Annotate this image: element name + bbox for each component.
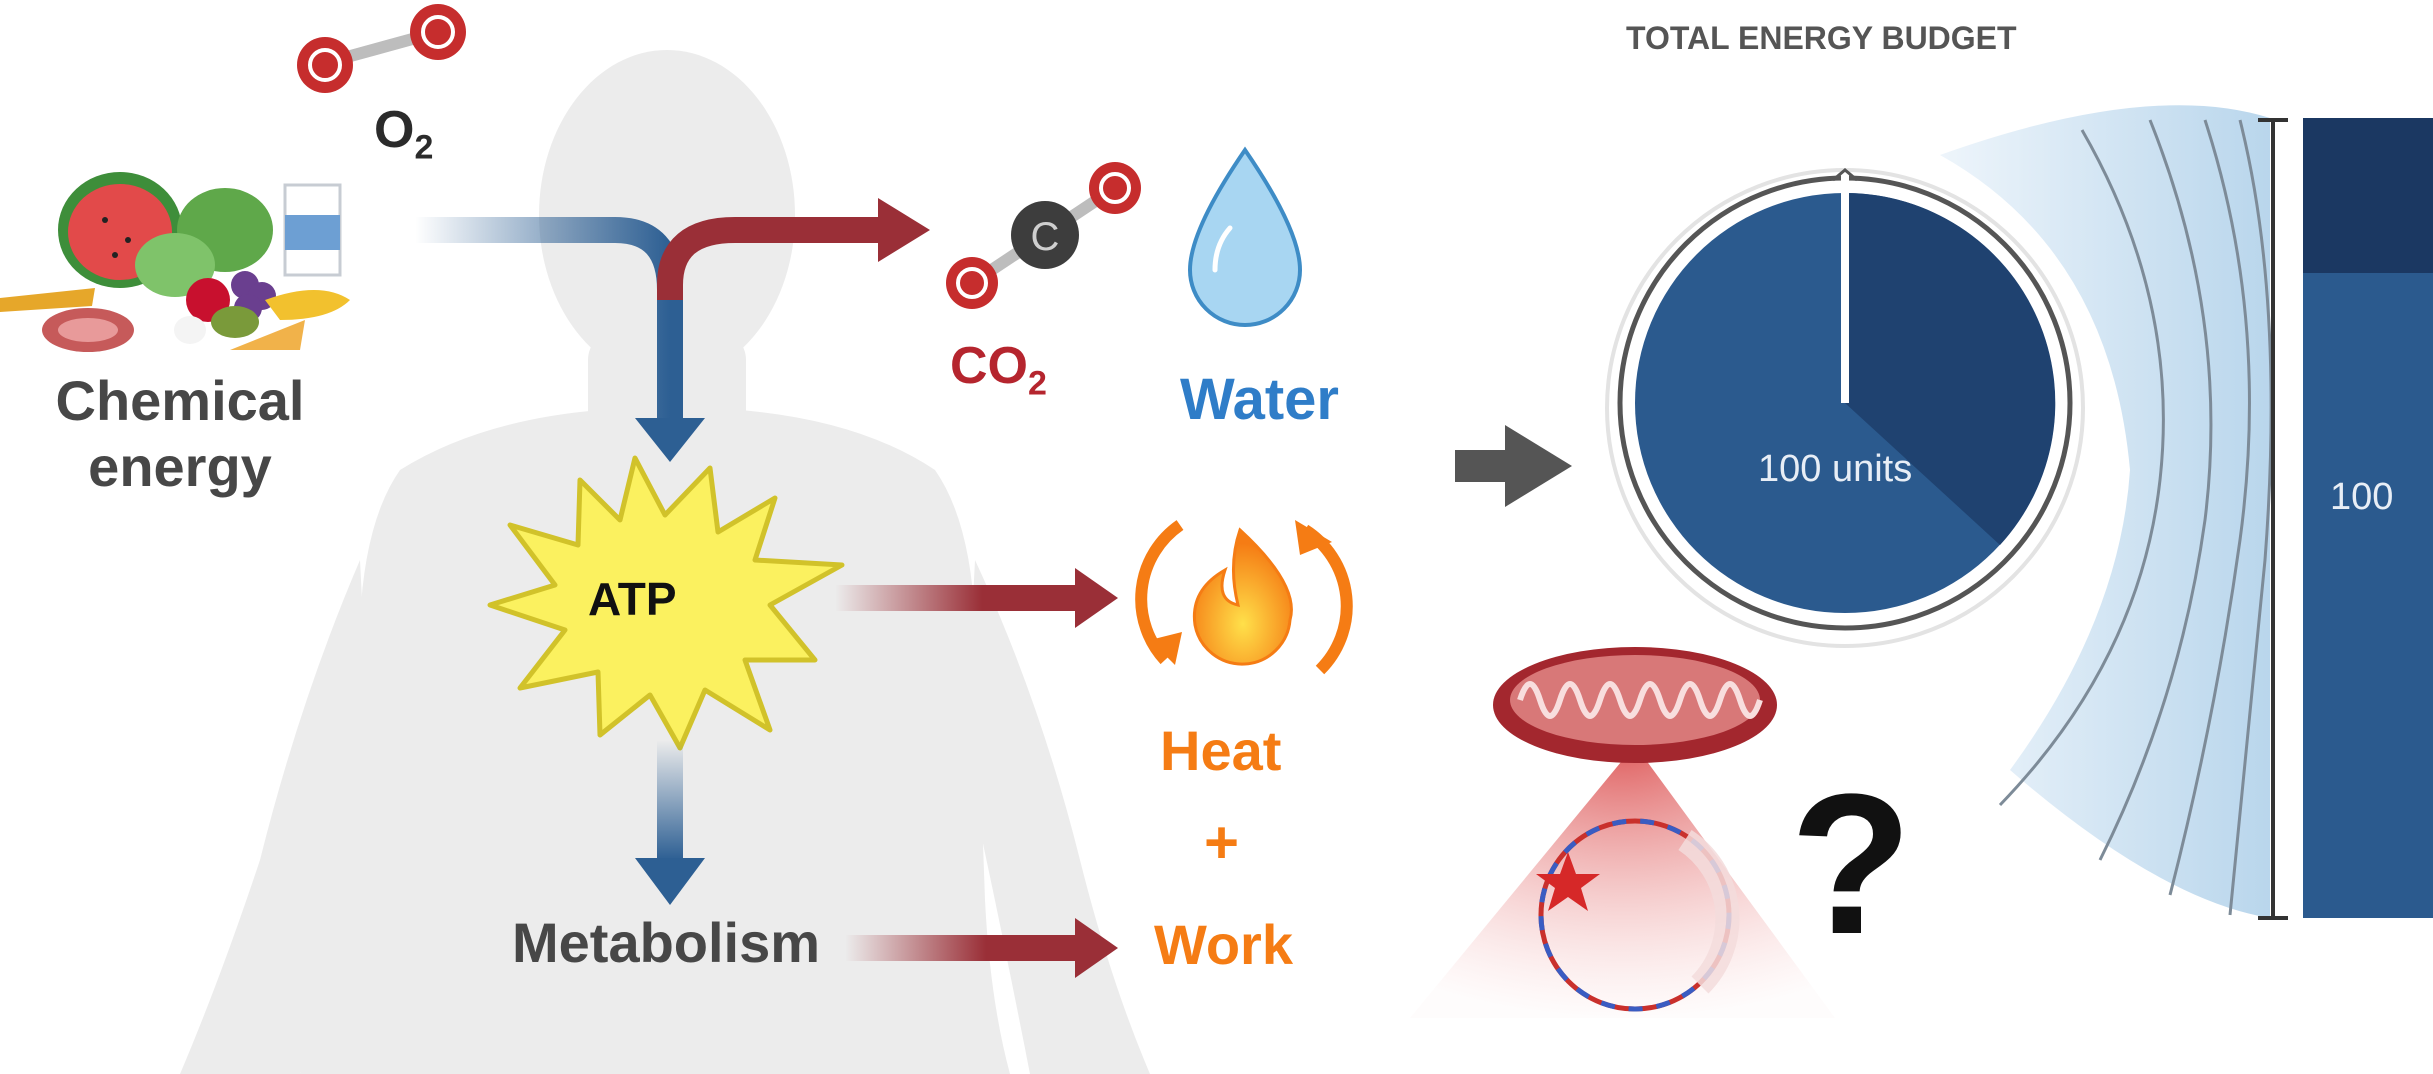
- o2-main: O: [374, 101, 415, 159]
- pie-center-label: 100 units: [1758, 448, 1913, 490]
- pie-slice-dark: [1845, 192, 2056, 545]
- oxygen-molecule-icon: [297, 4, 466, 93]
- water-drop-icon: [1187, 146, 1303, 327]
- mtdna-circle-icon: [1536, 818, 1740, 1012]
- energy-fan: [1940, 105, 2288, 920]
- co2-molecule-icon: C: [946, 162, 1141, 309]
- heat-cycle-icon: [1135, 520, 1353, 675]
- chemical-energy-text: Chemical energy: [55, 369, 305, 498]
- atp-metabolism-flow: [635, 740, 705, 905]
- human-silhouette: [180, 50, 1150, 1074]
- atp-label: ATP: [588, 573, 677, 625]
- chemical-energy-label: Chemical energy: [30, 368, 330, 500]
- atp-heat-flow: [835, 568, 1118, 628]
- o2-label: O2: [374, 100, 433, 167]
- svg-text:C: C: [1031, 215, 1060, 259]
- o2-sub: 2: [414, 128, 434, 167]
- co2-label: CO2: [950, 336, 1047, 403]
- column-value-label: 100: [2330, 476, 2394, 518]
- water-label: Water: [1180, 367, 1339, 432]
- arrow-right-icon: [1455, 425, 1572, 507]
- co2-flow-red: [657, 198, 930, 300]
- co2-sub: 2: [1028, 364, 1047, 403]
- energy-pie: [1605, 168, 2085, 648]
- co2-main: CO: [950, 337, 1028, 395]
- energy-column: [2303, 118, 2433, 918]
- food-icon: [0, 172, 350, 352]
- plus-label: +: [1204, 809, 1240, 876]
- metabolism-work-flow: [845, 918, 1118, 978]
- mitochondrion-icon: [1410, 647, 1835, 1018]
- metabolism-label: Metabolism: [512, 911, 821, 974]
- question-mark-icon: ?: [1790, 753, 1913, 976]
- heat-label: Heat: [1160, 719, 1282, 782]
- total-energy-budget-title: TOTAL ENERGY BUDGET: [1626, 20, 2017, 56]
- work-label: Work: [1154, 913, 1293, 976]
